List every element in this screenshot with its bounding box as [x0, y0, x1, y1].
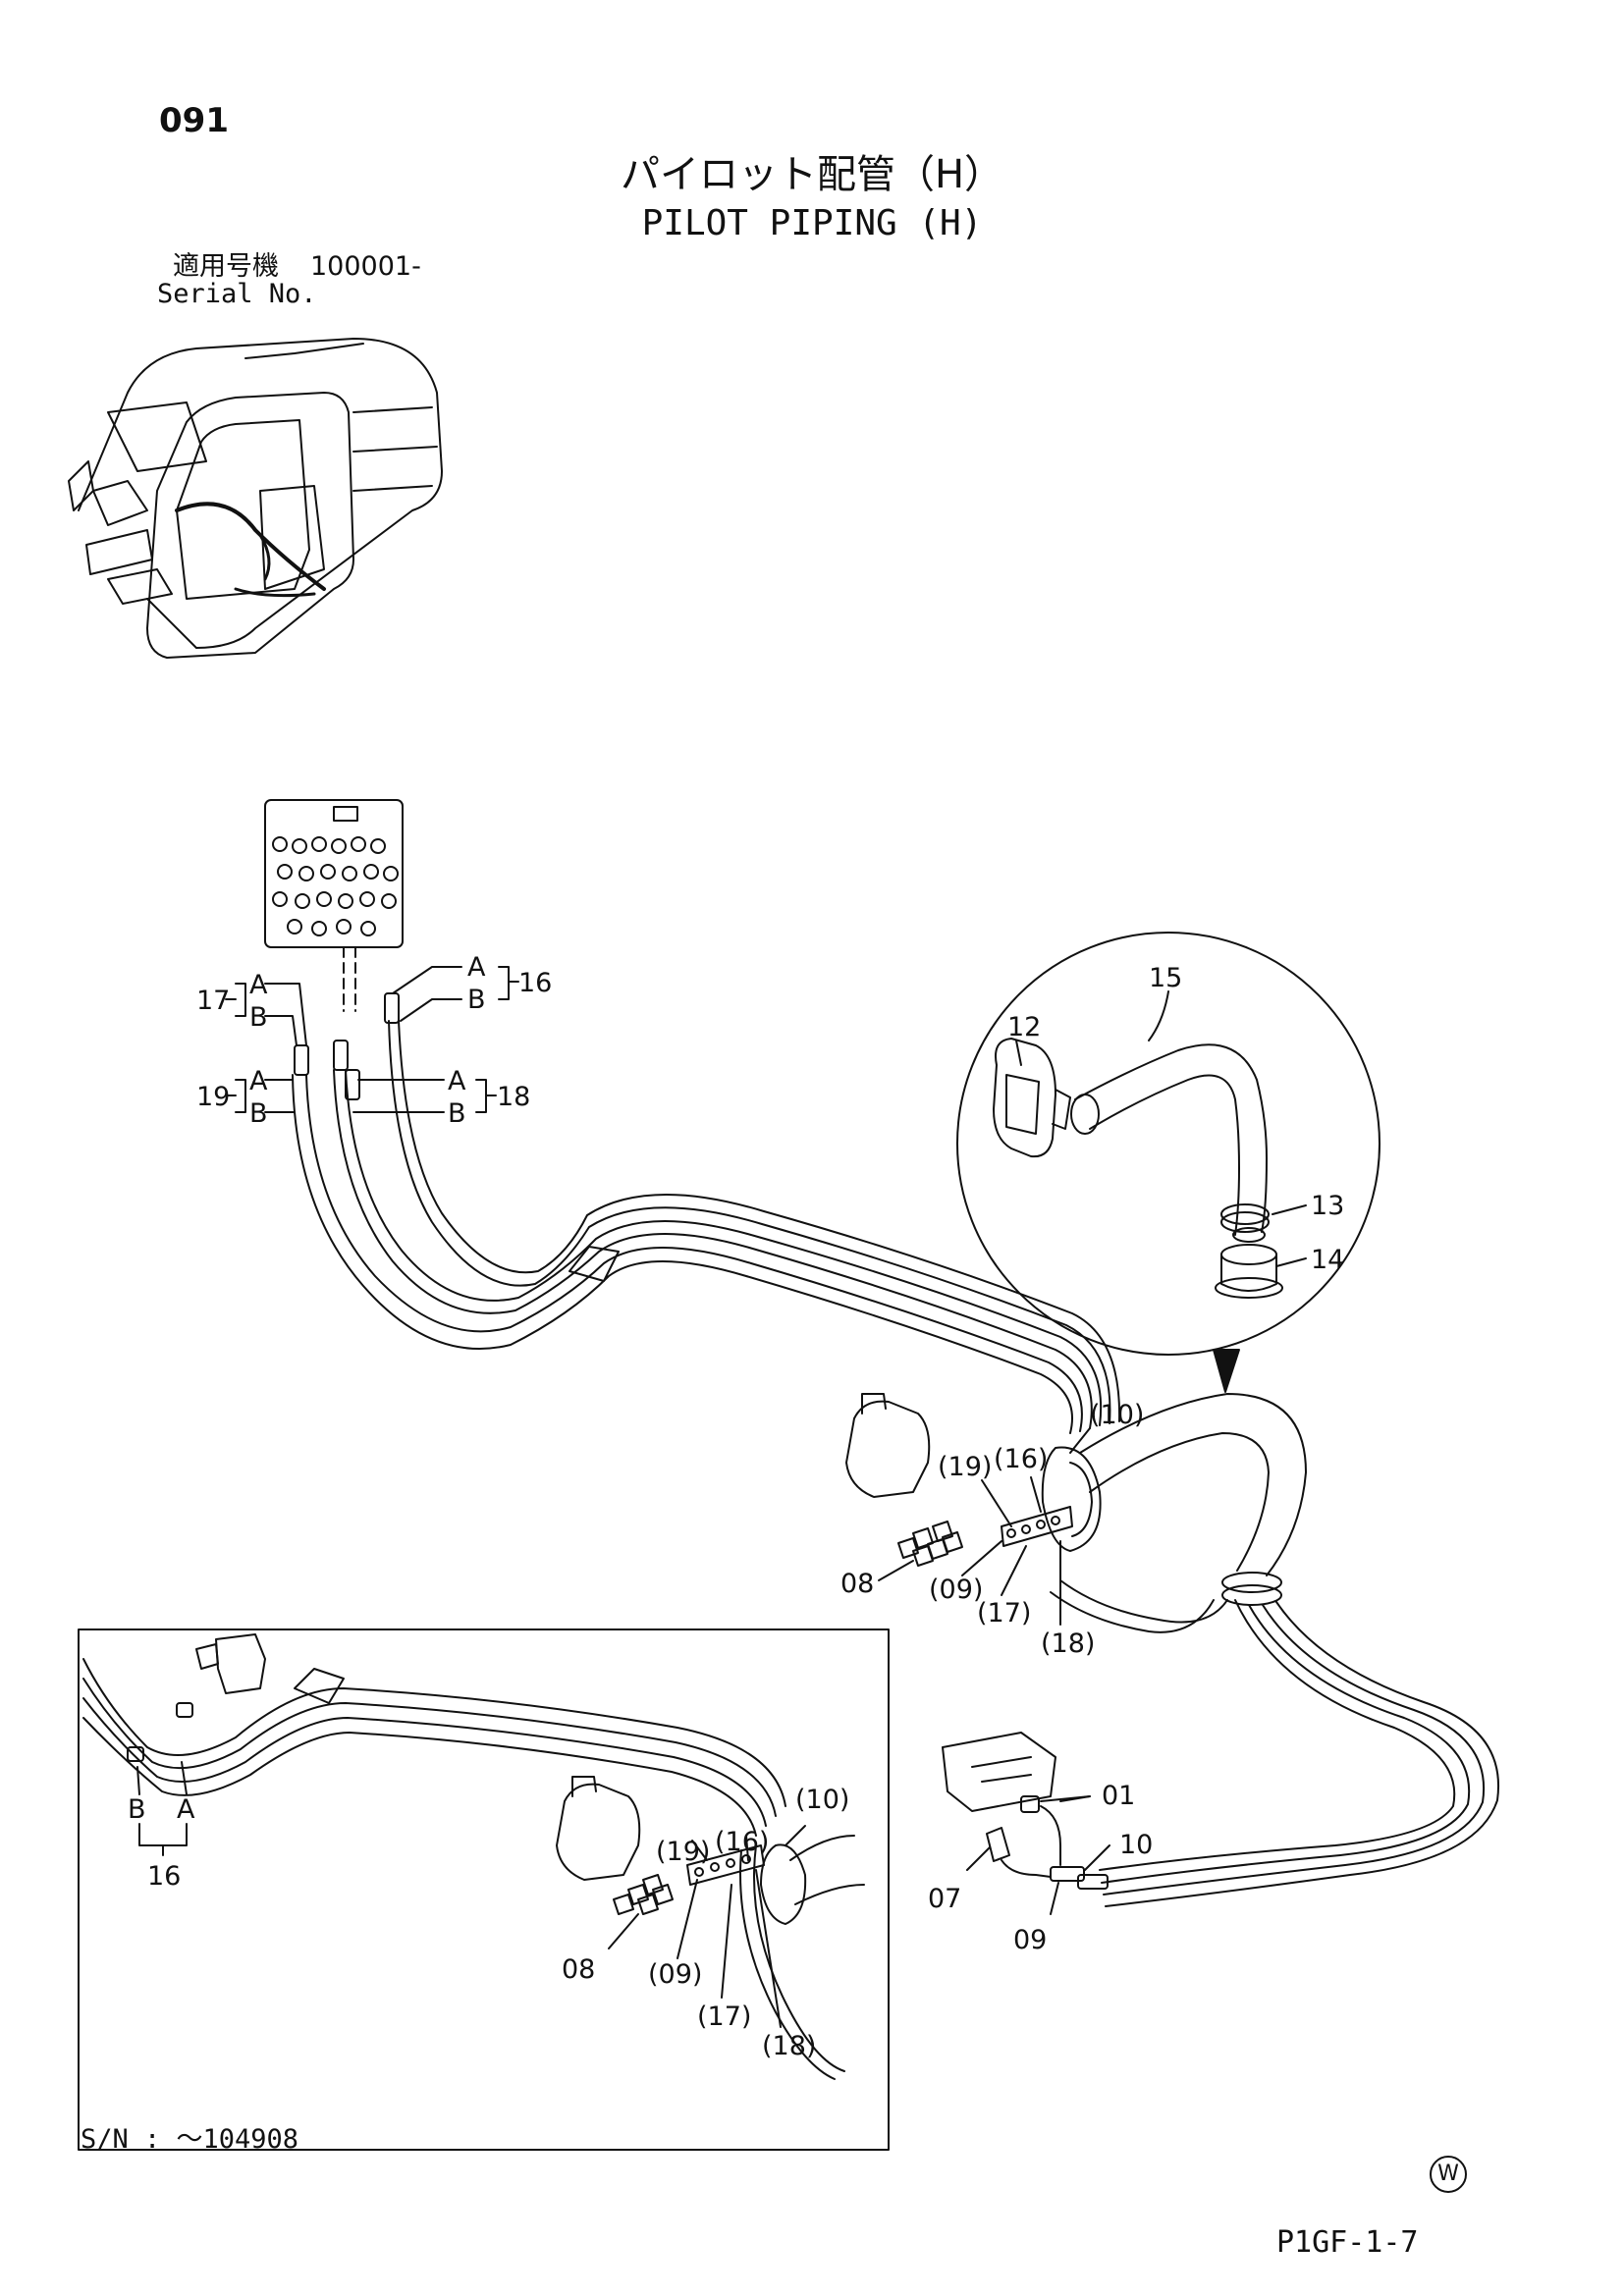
callout-19-a: A [249, 1066, 268, 1096]
inset-assembly [82, 1633, 865, 2080]
callout-17-b: B [249, 1002, 268, 1033]
callout-17-a: A [249, 970, 268, 1000]
serial-range: 100001- [310, 251, 421, 282]
inset-callout-16-paren: (16) [715, 1827, 769, 1857]
page-number: 091 [159, 101, 229, 140]
callout-14: 14 [1311, 1245, 1344, 1275]
callout-08: 08 [840, 1569, 874, 1599]
inset-callout-09-paren: (09) [648, 1959, 702, 1990]
callouts-inset: B A 16 (10) (19) (16) 08 (09) (17) (18) [128, 1785, 849, 2061]
page-title-english: PILOT PIPING (H) [641, 203, 983, 243]
callout-18: 18 [497, 1082, 530, 1112]
callout-17-paren: (17) [977, 1598, 1031, 1629]
inset-callout-10-paren: (10) [795, 1785, 849, 1815]
control-valve-block [264, 799, 404, 1012]
callout-16: 16 [518, 968, 552, 998]
watermark-symbol: W [1430, 2156, 1467, 2193]
callout-17: 17 [196, 986, 230, 1016]
callout-18-paren: (18) [1041, 1629, 1095, 1659]
page-code: P1GF-1-7 [1276, 2225, 1419, 2260]
callout-10-paren: (10) [1090, 1400, 1144, 1430]
inset-callout-18-paren: (18) [762, 2031, 816, 2061]
callout-16-a: A [467, 952, 486, 983]
inset-serial-note: S/N : ～104908 [81, 2124, 299, 2155]
callout-09-paren: (09) [929, 1575, 983, 1605]
inset-callout-17-paren: (17) [697, 2002, 751, 2032]
detail-circle [956, 932, 1380, 1393]
callout-19-paren: (19) [938, 1452, 992, 1482]
callouts-main: 15 12 13 14 17 A B 19 A B A B 16 A B 18 … [196, 952, 1344, 1955]
inset-callout-16: 16 [147, 1861, 181, 1892]
inset-callout-19-paren: (19) [656, 1837, 710, 1867]
callout-16-b: B [467, 985, 486, 1015]
callout-19: 19 [196, 1082, 230, 1112]
callout-leaders [136, 966, 1307, 2028]
callout-16-paren: (16) [994, 1444, 1048, 1474]
callout-18-a: A [448, 1066, 466, 1096]
callout-10: 10 [1119, 1830, 1153, 1860]
callout-13: 13 [1311, 1191, 1344, 1221]
page-title-japanese: パイロット配管（H） [620, 152, 1004, 197]
callout-01: 01 [1102, 1781, 1135, 1811]
callout-15: 15 [1149, 963, 1182, 993]
pilot-hose-bundle [292, 992, 1121, 1434]
pilot-valve-fitting [942, 1732, 1109, 1890]
callout-07: 07 [928, 1884, 961, 1914]
inset-frame [78, 1629, 890, 2151]
callout-19-b: B [249, 1098, 268, 1129]
cab-overview-illustration [68, 338, 443, 659]
inset-callout-08: 08 [562, 1954, 595, 1985]
inset-callout-a: A [177, 1794, 195, 1825]
callout-09: 09 [1013, 1925, 1047, 1955]
serial-label-japanese: 適用号機 [173, 251, 279, 282]
serial-label-english: Serial No. [157, 279, 317, 309]
callout-12: 12 [1007, 1012, 1041, 1042]
hose-guide-assembly [845, 1393, 1499, 1907]
callout-18-b: B [448, 1098, 466, 1129]
inset-callout-b: B [128, 1794, 146, 1825]
